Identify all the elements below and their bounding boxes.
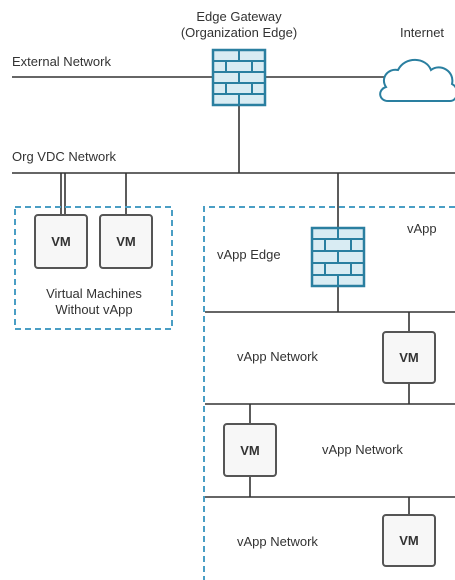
vapp-edge-firewall-icon bbox=[310, 226, 366, 288]
internet-cloud-icon bbox=[379, 58, 455, 102]
vm-label: VM bbox=[240, 443, 260, 458]
external-network-label: External Network bbox=[12, 54, 111, 69]
edge-gateway-title: Edge Gateway bbox=[196, 9, 282, 24]
network-lines bbox=[12, 76, 455, 515]
org-vdc-network-label: Org VDC Network bbox=[12, 149, 117, 164]
vapp-network-1-label: vApp Network bbox=[237, 349, 318, 364]
vapp-label: vApp bbox=[407, 221, 437, 236]
vm-box[interactable]: VM bbox=[223, 423, 277, 477]
internet-label: Internet bbox=[400, 25, 444, 40]
vm-label: VM bbox=[399, 533, 419, 548]
vm-box[interactable]: VM bbox=[34, 214, 88, 269]
vm-label: VM bbox=[399, 350, 419, 365]
vapp-network-3-label: vApp Network bbox=[237, 534, 318, 549]
vapp-edge-label: vApp Edge bbox=[217, 247, 281, 262]
vapp-group bbox=[203, 206, 455, 580]
vms-without-vapp-label-line1: Virtual Machines bbox=[46, 286, 142, 301]
vapp-network-2-label: vApp Network bbox=[322, 442, 403, 457]
vm-label: VM bbox=[116, 234, 136, 249]
vm-box[interactable]: VM bbox=[382, 514, 436, 567]
edge-gateway-subtitle: (Organization Edge) bbox=[181, 25, 297, 40]
vm-box[interactable]: VM bbox=[99, 214, 153, 269]
vm-label: VM bbox=[51, 234, 71, 249]
vms-without-vapp-label-line2: Without vApp bbox=[55, 302, 132, 317]
vm-box[interactable]: VM bbox=[382, 331, 436, 384]
edge-gateway-firewall-icon bbox=[211, 48, 267, 107]
